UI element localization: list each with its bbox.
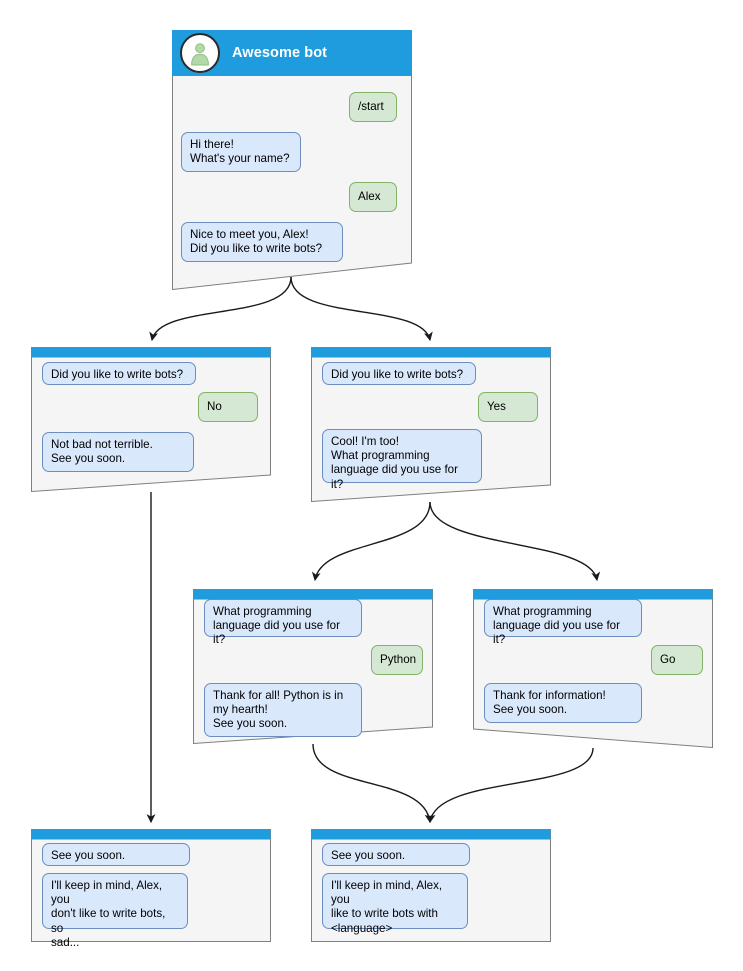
message-bubble-bot: Did you like to write bots? — [322, 362, 476, 385]
node-root[interactable]: Awesome bot /start Hi there! What's your… — [172, 30, 412, 290]
message-bubble-user: Go — [651, 645, 703, 675]
message-bubble-bot: See you soon. — [322, 843, 470, 866]
edge-go-to-end-happy — [426, 747, 594, 824]
node-no-branch[interactable]: Did you like to write bots? No Not bad n… — [31, 347, 271, 492]
message-bubble-bot: I'll keep in mind, Alex, you don't like … — [42, 873, 188, 949]
node-go-branch[interactable]: What programming language did you use fo… — [473, 589, 713, 748]
message-bubble-bot: Cool! I'm too! What programming language… — [322, 429, 482, 491]
bot-name-label: Awesome bot — [232, 45, 328, 61]
message-bubble-bot: Thank for information! See you soon. — [484, 683, 642, 723]
edge-python-to-end-happy — [312, 743, 434, 824]
message-bubble-user: Yes — [478, 392, 538, 422]
node-python-branch[interactable]: What programming language did you use fo… — [193, 589, 433, 744]
message-bubble-bot: Nice to meet you, Alex! Did you like to … — [181, 222, 343, 262]
message-bubble-bot: Not bad not terrible. See you soon. — [42, 432, 194, 472]
message-bubble-bot: Thank for all! Python is in my hearth! S… — [204, 683, 362, 737]
node-end-happy[interactable]: See you soon. I'll keep in mind, Alex, y… — [311, 829, 551, 942]
message-bubble-user: /start — [349, 92, 397, 122]
node-end-sad[interactable]: See you soon. I'll keep in mind, Alex, y… — [31, 829, 271, 949]
edge-yes-to-go — [429, 501, 601, 582]
edge-yes-to-python — [311, 501, 431, 582]
message-bubble-bot: I'll keep in mind, Alex, you like to wri… — [322, 873, 468, 935]
message-bubble-user: Alex — [349, 182, 397, 212]
message-bubble-user: Python — [371, 645, 423, 675]
message-bubble-bot: What programming language did you use fo… — [204, 599, 362, 646]
message-bubble-bot: What programming language did you use fo… — [484, 599, 642, 646]
person-avatar-icon — [180, 33, 220, 73]
node-root-header: Awesome bot — [172, 30, 412, 76]
message-bubble-bot: Did you like to write bots? — [42, 362, 196, 385]
message-bubble-user: No — [198, 392, 258, 422]
message-bubble-bot: Hi there! What's your name? — [181, 132, 301, 172]
message-bubble-bot: See you soon. — [42, 843, 190, 866]
node-yes-branch[interactable]: Did you like to write bots? Yes Cool! I'… — [311, 347, 551, 502]
